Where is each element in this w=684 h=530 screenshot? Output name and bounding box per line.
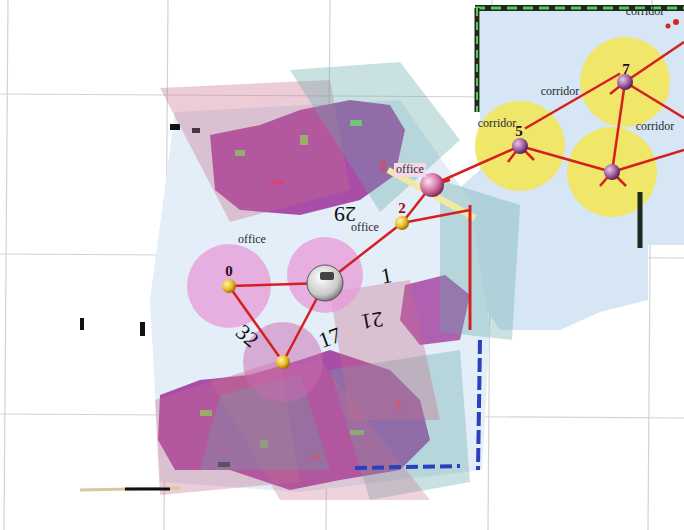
grid-line xyxy=(4,0,8,530)
view-cone xyxy=(290,62,460,212)
vertex-number: 0 xyxy=(223,263,235,280)
place-label: corridor xyxy=(539,85,582,98)
map-label-box: office xyxy=(394,163,426,176)
robot-sensor xyxy=(320,272,334,280)
place-label: corridor xyxy=(624,5,667,18)
wall xyxy=(475,8,480,112)
map-label-box: 1 xyxy=(377,263,396,289)
graph-line xyxy=(469,205,472,330)
graph-line xyxy=(612,150,684,172)
vertex-sphere xyxy=(512,138,528,154)
map-label-box: 17 xyxy=(314,322,347,354)
vertex-sphere xyxy=(604,164,620,180)
vertex-label: 0 xyxy=(223,263,235,282)
map-label-box: 32 xyxy=(229,318,264,353)
robot xyxy=(307,265,343,301)
map-label-box: office xyxy=(236,233,268,246)
wall-point xyxy=(673,19,679,25)
graph-line xyxy=(432,146,520,185)
wall xyxy=(638,192,643,248)
cone-number: 32 xyxy=(229,318,264,353)
map-label-box: corridor xyxy=(624,5,667,18)
corridor-region xyxy=(567,127,657,217)
graph-line xyxy=(402,210,470,223)
vertex-number: 2 xyxy=(396,200,408,217)
place-regions xyxy=(187,37,670,402)
sensor-cones xyxy=(155,62,520,500)
map-label-box: 21 xyxy=(357,306,387,334)
place-label: office xyxy=(394,163,426,176)
door-sphere xyxy=(420,173,444,197)
corridor-region xyxy=(580,37,670,127)
cone-number: 21 xyxy=(357,306,387,334)
vertex-label: 2 xyxy=(396,200,408,219)
vertex-number: 7 xyxy=(620,61,632,78)
cone-number: 1 xyxy=(377,263,396,289)
graph-edge xyxy=(525,73,620,128)
map-label-box: corridor xyxy=(476,117,519,130)
robot-body xyxy=(307,265,343,301)
place-label: corridor xyxy=(476,117,519,130)
wall xyxy=(478,340,480,470)
map-label-box: corridor xyxy=(539,85,582,98)
wall xyxy=(476,8,478,112)
graph-vertices xyxy=(222,74,633,369)
graph-line xyxy=(625,42,684,82)
office-region xyxy=(287,237,363,313)
map-label-box: 29 xyxy=(332,202,358,226)
graph-lines xyxy=(229,42,684,362)
place-label: office xyxy=(236,233,268,246)
map-label-box: corridor xyxy=(634,120,677,133)
graph-line xyxy=(229,286,283,362)
speckle xyxy=(140,322,145,336)
walls xyxy=(80,8,684,490)
graph-line xyxy=(625,82,684,118)
vertex-sphere xyxy=(395,216,409,230)
graph-line xyxy=(520,146,612,172)
speckle xyxy=(80,318,84,330)
cone-number: 17 xyxy=(314,322,347,354)
vertex-label: 7 xyxy=(620,61,632,80)
vertex-sphere xyxy=(222,279,236,293)
graph-line xyxy=(612,82,625,172)
place-label: corridor xyxy=(634,120,677,133)
wall xyxy=(355,466,460,468)
wall xyxy=(80,488,180,490)
speckle xyxy=(170,124,180,130)
cone-number: 29 xyxy=(332,202,358,226)
wall-point xyxy=(666,24,671,29)
vertex-sphere xyxy=(276,355,290,369)
wall xyxy=(125,488,170,491)
